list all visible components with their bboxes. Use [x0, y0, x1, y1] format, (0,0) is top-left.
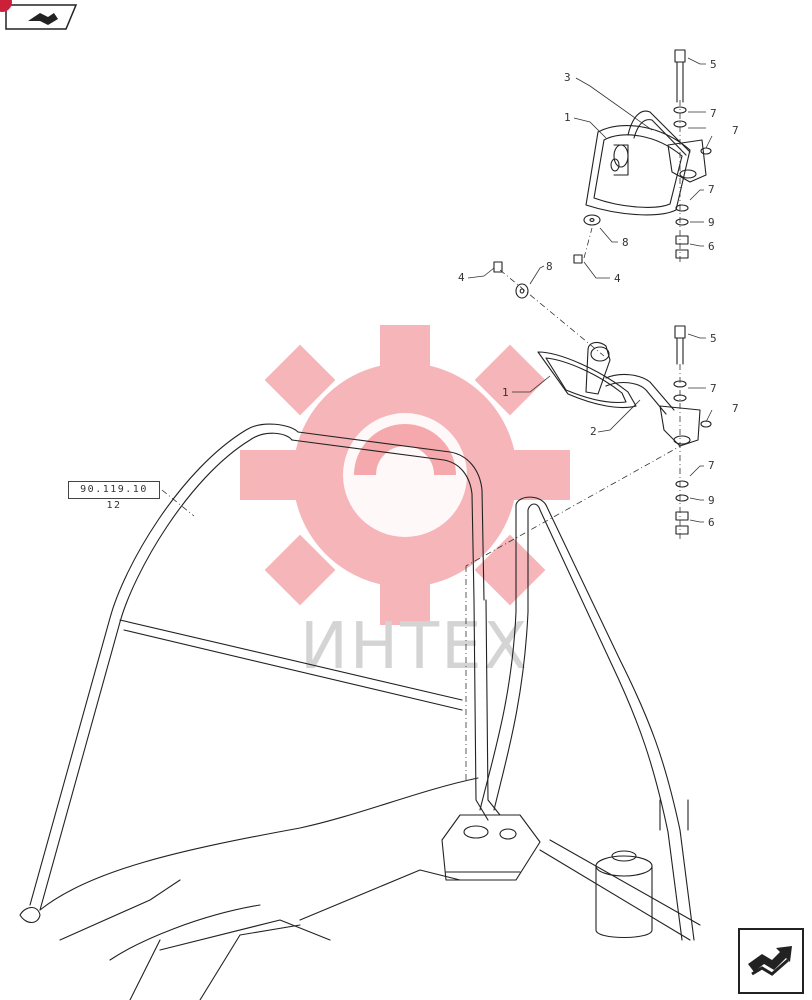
callout-item-4: 4 [458, 271, 465, 284]
callout-item-9: 9 [708, 216, 715, 229]
callout-item-3: 3 [564, 71, 571, 84]
next-page-button[interactable] [738, 928, 804, 994]
upper-mirror-assembly [583, 49, 712, 259]
middle-fasteners [493, 254, 583, 299]
cab-frame [19, 423, 701, 1000]
callout-item-7: 7 [710, 382, 717, 395]
watermark-text: ИНТЕХ [300, 610, 530, 684]
callout-item-6: 6 [708, 240, 715, 253]
callout-item-7: 7 [732, 124, 739, 137]
section-reference-link[interactable]: 90.119.10 12 [68, 481, 160, 511]
callout-item-7: 7 [710, 107, 717, 120]
next-arrow-icon [748, 946, 792, 976]
alignment-lines [161, 100, 685, 780]
callout-labels: 5 3 1 7 7 7 9 8 6 4 8 4 5 1 7 2 7 7 9 6 [458, 58, 739, 529]
watermark-gear-logo [240, 325, 570, 625]
back-arrow-icon [5, 4, 78, 30]
callout-item-1: 1 [502, 386, 509, 399]
callout-item-6: 6 [708, 516, 715, 529]
callout-item-8: 8 [622, 236, 629, 249]
callout-item-7: 7 [708, 459, 715, 472]
callout-item-7: 7 [732, 402, 739, 415]
callout-item-2: 2 [590, 425, 597, 438]
corner-marker [0, 0, 12, 12]
back-nav-tab[interactable] [4, 3, 78, 31]
lower-mirror-assembly [537, 325, 712, 535]
callout-item-1: 1 [564, 111, 571, 124]
callout-item-5: 5 [710, 58, 717, 71]
callout-item-7: 7 [708, 183, 715, 196]
callout-item-4: 4 [614, 272, 621, 285]
callout-item-9: 9 [708, 494, 715, 507]
callout-item-8: 8 [546, 260, 553, 273]
callout-item-5: 5 [710, 332, 717, 345]
callout-leaders [467, 57, 713, 523]
